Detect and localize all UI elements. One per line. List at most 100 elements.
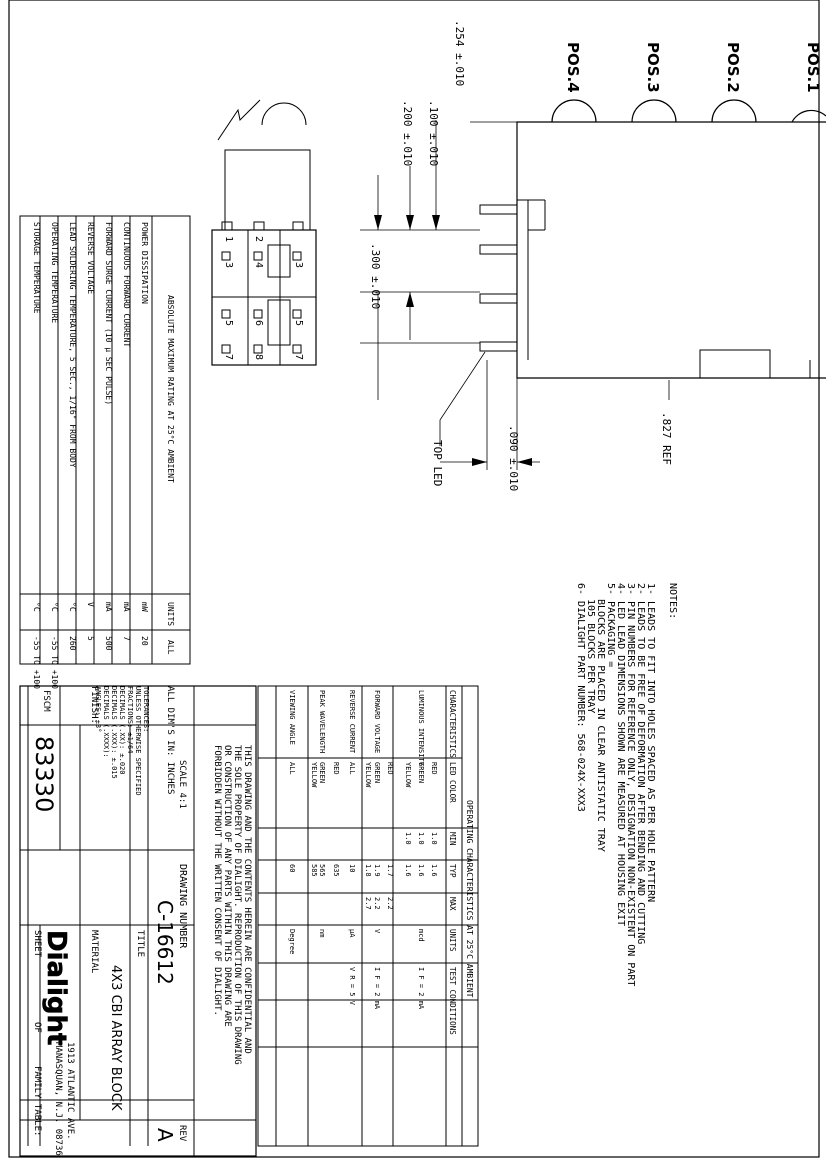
title-block: [19, 685, 257, 1157]
abs-units-header: UNITS: [166, 602, 175, 626]
op-header-cell: MIN: [448, 832, 457, 846]
op-row-cell: 2.2: [386, 897, 394, 910]
sheet-border: [8, 0, 820, 1158]
op-row-cell: 635: [332, 864, 340, 877]
abs-row-label: REVERSE VOLTAGE: [86, 222, 95, 294]
pos-1-label: POS.1: [804, 42, 822, 93]
op-row-cell: mcd: [417, 929, 425, 942]
op-row-cell: µA: [348, 929, 356, 938]
note-2: 2- LEADS TO BE FREE OF DEFORMATION AFTER…: [635, 583, 646, 944]
op-row-cell: YELLOW: [404, 762, 412, 788]
op-row-cell: 1.0: [404, 832, 412, 845]
op-row-cell: V R = 5 V: [348, 967, 356, 1006]
op-row-cell: 1.6: [417, 864, 425, 877]
confidential-line-3: OR CONSTRUCTION OF ANY PARTS WITHIN THIS…: [222, 745, 232, 1027]
abs-row-value: -55 TO +100: [50, 636, 59, 689]
op-header-cell: CHARACTERISTICS: [448, 690, 457, 758]
pin-5b: 5: [293, 320, 304, 326]
op-char-table: [257, 685, 479, 1147]
abs-row-label: LEAD SOLDERING TEMPERATURE, 5 SEC., 1/16…: [68, 222, 77, 468]
dim-090: .090 ±.010: [507, 425, 520, 491]
pin-7b: 7: [293, 354, 304, 360]
op-row-cell: REVERSE CURRENT: [348, 690, 356, 754]
pin-1: 1: [223, 236, 234, 242]
op-row-cell: 60: [288, 864, 296, 872]
abs-row-value: 500: [104, 636, 113, 651]
op-row-cell: PEAK WAVELENGTH: [318, 690, 326, 753]
op-header-cell: UNITS: [448, 929, 457, 952]
abs-row-value: 7: [122, 636, 131, 641]
op-row-cell: LUMINOUS INTENSITY: [417, 690, 425, 767]
sheet-label: SHEET: [32, 930, 42, 958]
op-row-cell: RED: [332, 762, 340, 775]
dim-200: .200 ±.010: [401, 100, 414, 166]
op-row-cell: 1.0: [430, 832, 438, 845]
rev-letter: A: [153, 1128, 177, 1142]
title-value: 4X3 CBI ARRAY BLOCK: [108, 965, 123, 1111]
op-row-cell: GREEN: [417, 762, 425, 783]
abs-row-value: 260: [68, 636, 77, 651]
of-label: OF: [32, 1022, 42, 1033]
abs-row-unit: mA: [122, 602, 131, 612]
scale: SCALE 4:1: [177, 760, 187, 809]
tolerances: TOLERANCES:UNLESS OTHERWISE SPECIFIEDFRA…: [94, 686, 150, 796]
dim-827: .827 REF: [660, 412, 673, 465]
pin-8: 8: [253, 354, 264, 360]
op-row-cell: 565: [318, 864, 326, 877]
op-row-cell: 1.7: [386, 864, 394, 877]
op-row-cell: 1.0: [417, 832, 425, 845]
abs-row-unit: °C: [50, 602, 59, 612]
op-row-cell: VIEWING ANGLE: [288, 690, 296, 745]
all-dims: ALL DIM'S IN: INCHES: [165, 686, 175, 794]
title-label: TITLE: [135, 930, 145, 957]
op-row-cell: GREEN: [318, 762, 326, 783]
abs-row-unit: V: [86, 602, 95, 607]
op-row-cell: 1.6: [430, 864, 438, 877]
op-row-cell: V: [373, 929, 381, 934]
op-row-cell: nm: [318, 929, 326, 937]
dim-100: .100 ±.010: [427, 100, 440, 166]
op-table-title: OPERATING CHARACTERISTICS AT 25°C AMBIEN…: [465, 800, 474, 998]
abs-row-unit: mW: [140, 602, 149, 612]
pin-5: 5: [223, 320, 234, 326]
pin-3: 3: [223, 262, 234, 268]
op-row-cell: I F = 2 mA: [417, 967, 425, 1010]
abs-row-value: 20: [140, 636, 149, 646]
abs-row-unit: °C: [68, 602, 77, 612]
abs-row-label: CONTINUOUS FORWARD CURRENT: [122, 222, 131, 347]
leads: [479, 204, 518, 352]
tolerance-line: DECIMALS (.XXXX):: [102, 686, 110, 758]
note-5: 5- PACKAGING =: [605, 583, 616, 667]
tolerance-line: TOLERANCES:: [142, 686, 150, 732]
notes: NOTES: 1- LEADS TO FIT INTO HOLES SPACED…: [575, 583, 678, 986]
led-domes: [551, 99, 826, 123]
op-row-cell: GREEN: [373, 762, 381, 783]
op-row-cell: ALL: [288, 762, 296, 775]
abs-row-label: STORAGE TEMPERATURE: [32, 222, 41, 314]
pos-3-label: POS.3: [644, 42, 662, 93]
tolerance-line: ANGLES: ±3°: [94, 686, 102, 732]
tolerance-line: DECIMALS (.XXX): ±.015: [110, 686, 118, 779]
abs-value-header: ALL: [166, 640, 175, 655]
note-5b: 105 BLOCKS PER TRAY: [585, 599, 596, 713]
confidential-line-1: THIS DRAWING AND THE CONTENTS HEREIN ARE…: [242, 745, 252, 1054]
op-row-cell: 2.2: [373, 897, 381, 910]
op-row-cell: YELLOW: [310, 762, 318, 788]
pin-2: 2: [253, 236, 264, 242]
abs-max-table: [19, 215, 191, 665]
op-row-cell: 2.7: [364, 897, 372, 910]
dim-254: .254 ±.010: [453, 20, 466, 86]
note-6: 6- DIALIGHT PART NUMBER: 568-024X-XXX3: [575, 583, 586, 812]
confidential-line-2: THE SOLE PROPERTY OF DIALIGHT. REPRODUCT…: [232, 745, 242, 1065]
pin-6: 6: [253, 320, 264, 326]
note-5a: BLOCKS ARE PLACED IN CLEAR ANTISTATIC TR…: [595, 599, 606, 852]
abs-row-unit: mA: [104, 602, 113, 612]
op-row-cell: Degree: [288, 929, 296, 954]
pos-2-label: POS.2: [724, 42, 742, 93]
abs-row-label: POWER DISSIPATION: [140, 222, 149, 304]
rev-label: REV: [177, 1125, 187, 1142]
family-table-label: FAMILY TABLE:: [32, 1066, 42, 1136]
